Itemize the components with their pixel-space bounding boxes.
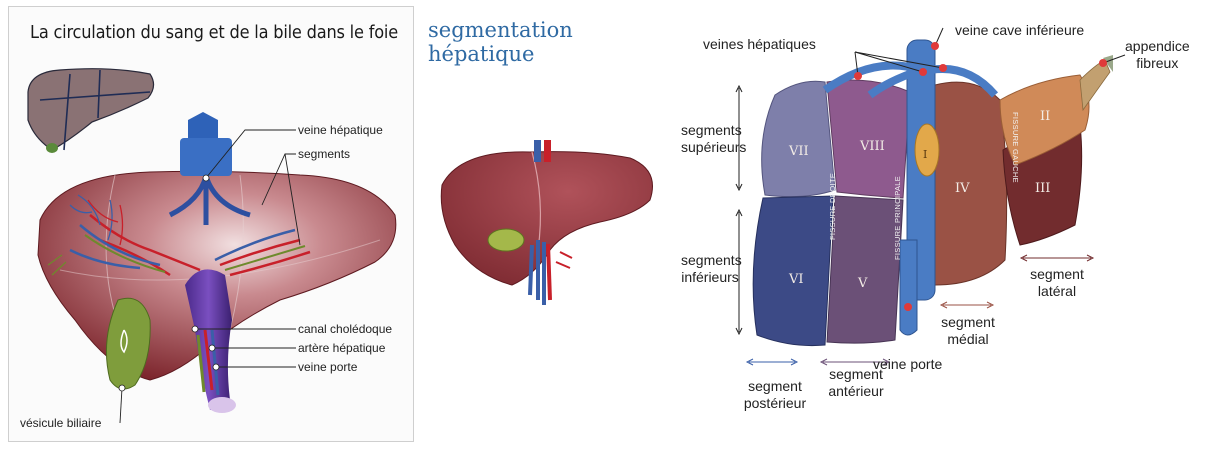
panel-title: La circulation du sang et de la bile dan… [30, 22, 398, 43]
label-segment-medial: segment médial [937, 314, 999, 348]
label-segment-anterieur: segment antérieur [823, 366, 889, 400]
label-veines-hepatiques: veines hépatiques [703, 36, 816, 53]
fissure-principale-label: FISSURE PRINCIPALE [893, 176, 902, 260]
segment-label-v: V [857, 276, 868, 291]
label-canal-choledoque: canal cholédoque [298, 322, 392, 336]
label-veine-porte: veine porte [298, 360, 357, 374]
segment-v [827, 196, 903, 343]
label-line: antérieur [823, 383, 889, 400]
liver-segmentation-panel: segmentation hépatique [420, 0, 685, 450]
label-line: latéral [1021, 283, 1093, 300]
label-veine-cave-inferieure: veine cave inférieure [955, 22, 1084, 39]
segment-label-viii: VIII [859, 139, 885, 154]
label-line: supérieurs [681, 139, 739, 156]
liver-circulation-panel: La circulation du sang et de la bile dan… [0, 0, 420, 450]
label-line: médial [937, 331, 999, 348]
label-veine-hepatique: veine hépatique [298, 123, 383, 137]
segment-label-vi: VI [788, 272, 804, 287]
liver-circulation-illustration [0, 0, 420, 450]
label-line: segment [739, 378, 811, 395]
label-segments-superieurs: segments supérieurs [681, 122, 739, 156]
label-appendice-fibreux: appendice fibreux [1125, 38, 1190, 72]
label-segment-lateral: segment latéral [1021, 266, 1093, 300]
label-line: segments [681, 122, 739, 139]
label-line: segment [937, 314, 999, 331]
label-line: segment [823, 366, 889, 383]
label-line: postérieur [739, 395, 811, 412]
fissure-gauche-label: FISSURE GAUCHE [1011, 112, 1020, 183]
segment-vii [762, 81, 835, 196]
appendix-fibrosus [1080, 55, 1113, 110]
liver-anterior-illustration [420, 0, 685, 450]
label-vesicule-biliaire: vésicule biliaire [20, 416, 101, 430]
label-line: appendice [1125, 38, 1190, 55]
segment-label-iii: III [1035, 181, 1050, 196]
label-line: inférieurs [681, 269, 739, 286]
segment-iv [933, 82, 1007, 285]
segment-label-ii: II [1040, 109, 1050, 124]
label-line: segment [1021, 266, 1093, 283]
liver-segments-panel: VII VIII VI V IV III II I FISSURE DROITE… [685, 0, 1215, 450]
label-segment-posterieur: segment postérieur [739, 378, 811, 412]
segment-vi [753, 196, 833, 346]
liver-thumbnail [28, 69, 154, 153]
label-line: segments [681, 252, 739, 269]
label-line: fibreux [1125, 55, 1190, 72]
segment-label-iv: IV [955, 181, 970, 196]
segment-label-i: I [923, 148, 927, 161]
label-segments-inferieurs: segments inférieurs [681, 252, 739, 286]
segment-label-vii: VII [788, 144, 809, 159]
label-segments: segments [298, 147, 350, 161]
fissure-droite-label: FISSURE DROITE [828, 173, 837, 240]
label-artere-hepatique: artère hépatique [298, 341, 385, 355]
